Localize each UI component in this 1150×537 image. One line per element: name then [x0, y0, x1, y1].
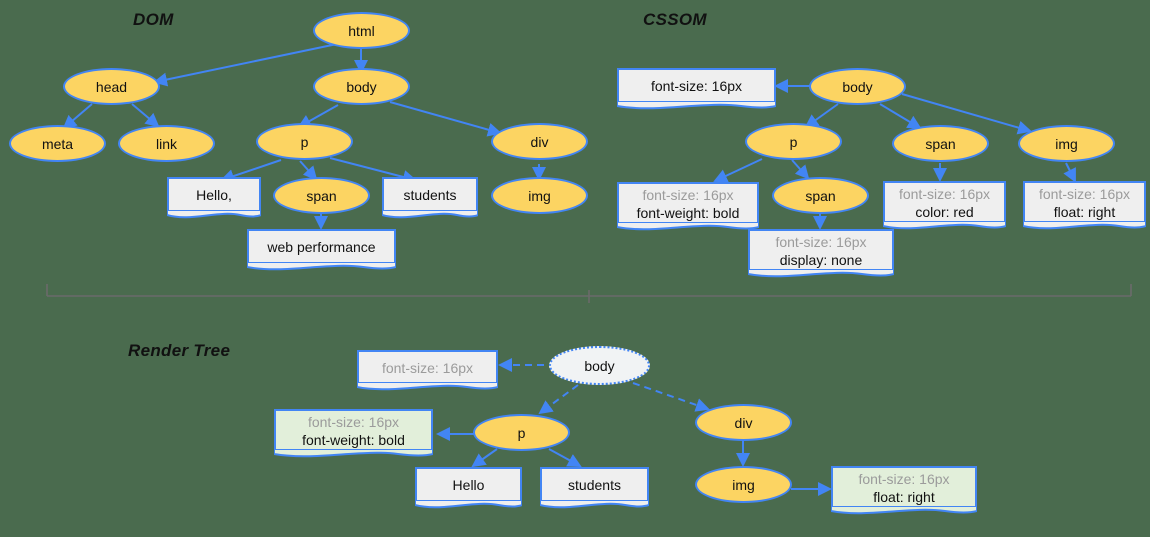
render-node-img[interactable]: img	[695, 466, 792, 503]
cssom-rule-body-line1: font-size: 16px	[650, 78, 743, 95]
dom-text-web-performance-label: web performance	[267, 239, 376, 256]
cssom-node-span[interactable]: span	[892, 125, 989, 162]
wavy-edge-icon	[617, 101, 776, 113]
dom-text-students-label: students	[403, 187, 457, 204]
render-rule-body-line1: font-size: 16px	[381, 359, 474, 376]
dom-node-body[interactable]: body	[313, 68, 410, 105]
dom-node-div[interactable]: div	[491, 123, 588, 160]
cssom-rule-p[interactable]: font-size: 16px font-weight: bold	[617, 182, 759, 225]
render-rule-p-line2: font-weight: bold	[302, 431, 405, 448]
render-rule-img-line2: float: right	[873, 488, 935, 505]
section-title-dom: DOM	[133, 10, 174, 29]
wavy-edge-icon	[1023, 221, 1146, 233]
wavy-edge-icon	[831, 506, 977, 518]
cssom-rule-body[interactable]: font-size: 16px	[617, 68, 776, 104]
wavy-edge-icon	[247, 262, 396, 274]
cssom-rule-img-line2: float: right	[1053, 203, 1116, 220]
render-text-students-label: students	[568, 477, 621, 494]
section-title-render-tree: Render Tree	[128, 341, 231, 360]
cssom-rule-span-line1: font-size: 16px	[898, 186, 991, 202]
dom-node-p[interactable]: p	[256, 123, 353, 160]
wavy-edge-icon	[382, 210, 478, 222]
cssom-rule-span-child[interactable]: font-size: 16px display: none	[748, 229, 894, 272]
cssom-rule-span-child-line2: display: none	[779, 251, 863, 268]
wavy-edge-icon	[357, 382, 498, 394]
render-node-p[interactable]: p	[473, 414, 570, 451]
render-rule-p[interactable]: font-size: 16px font-weight: bold	[274, 409, 433, 452]
wavy-edge-icon	[167, 210, 261, 222]
cssom-rule-span-line2: color: red	[915, 203, 974, 220]
dom-text-hello[interactable]: Hello,	[167, 177, 261, 213]
render-rule-p-line1: font-size: 16px	[307, 414, 400, 430]
render-rule-body[interactable]: font-size: 16px	[357, 350, 498, 385]
wavy-edge-icon	[274, 449, 433, 461]
dom-node-head[interactable]: head	[63, 68, 160, 105]
dom-text-hello-label: Hello,	[196, 187, 232, 204]
cssom-node-span-child[interactable]: span	[772, 177, 869, 214]
cssom-node-body[interactable]: body	[809, 68, 906, 105]
cssom-node-img[interactable]: img	[1018, 125, 1115, 162]
cssom-rule-span[interactable]: font-size: 16px color: red	[883, 181, 1006, 224]
dom-node-img[interactable]: img	[491, 177, 588, 214]
render-node-body[interactable]: body	[549, 346, 650, 385]
cssom-rule-p-line2: font-weight: bold	[636, 204, 740, 221]
cssom-rule-p-line1: font-size: 16px	[642, 187, 734, 203]
render-text-students[interactable]: students	[540, 467, 649, 503]
cssom-rule-img[interactable]: font-size: 16px float: right	[1023, 181, 1146, 224]
render-text-hello[interactable]: Hello	[415, 467, 522, 503]
render-node-div[interactable]: div	[695, 404, 792, 441]
render-rule-img[interactable]: font-size: 16px float: right	[831, 466, 977, 509]
dom-node-span[interactable]: span	[273, 177, 370, 214]
wavy-edge-icon	[540, 500, 649, 512]
wavy-edge-icon	[415, 500, 522, 512]
dom-node-meta[interactable]: meta	[9, 125, 106, 162]
dom-text-students[interactable]: students	[382, 177, 478, 213]
dom-node-link[interactable]: link	[118, 125, 215, 162]
cssom-node-p[interactable]: p	[745, 123, 842, 160]
dom-text-web-performance[interactable]: web performance	[247, 229, 396, 265]
section-title-cssom: CSSOM	[643, 10, 707, 29]
wavy-edge-icon	[748, 269, 894, 281]
cssom-rule-img-line1: font-size: 16px	[1038, 186, 1131, 202]
cssom-rule-span-child-line1: font-size: 16px	[775, 234, 867, 250]
render-rule-img-line1: font-size: 16px	[858, 471, 950, 487]
wavy-edge-icon	[617, 222, 759, 234]
wavy-edge-icon	[883, 221, 1006, 233]
render-text-hello-label: Hello	[452, 477, 485, 494]
dom-node-html[interactable]: html	[313, 12, 410, 49]
